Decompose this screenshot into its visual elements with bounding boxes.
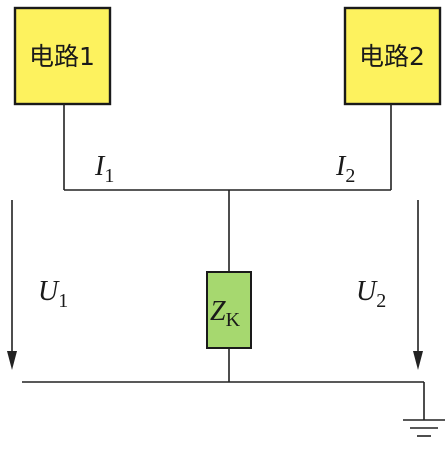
voltage2-arrow-icon <box>413 200 423 370</box>
circuit1-label: 电路1 <box>29 42 95 71</box>
circuit1-box <box>13 6 112 106</box>
voltage1-arrow-icon <box>7 200 17 370</box>
voltage1-label: U1 <box>38 276 68 312</box>
current2-label: I2 <box>335 151 355 187</box>
circuit2-label: 电路2 <box>359 42 425 71</box>
circuit2-box <box>343 6 442 106</box>
voltage2-label: U2 <box>356 276 386 312</box>
current1-label: I1 <box>94 151 114 187</box>
impedance-label: ZK <box>210 296 241 331</box>
ground-icon <box>403 419 445 437</box>
impedance-box <box>206 271 252 349</box>
